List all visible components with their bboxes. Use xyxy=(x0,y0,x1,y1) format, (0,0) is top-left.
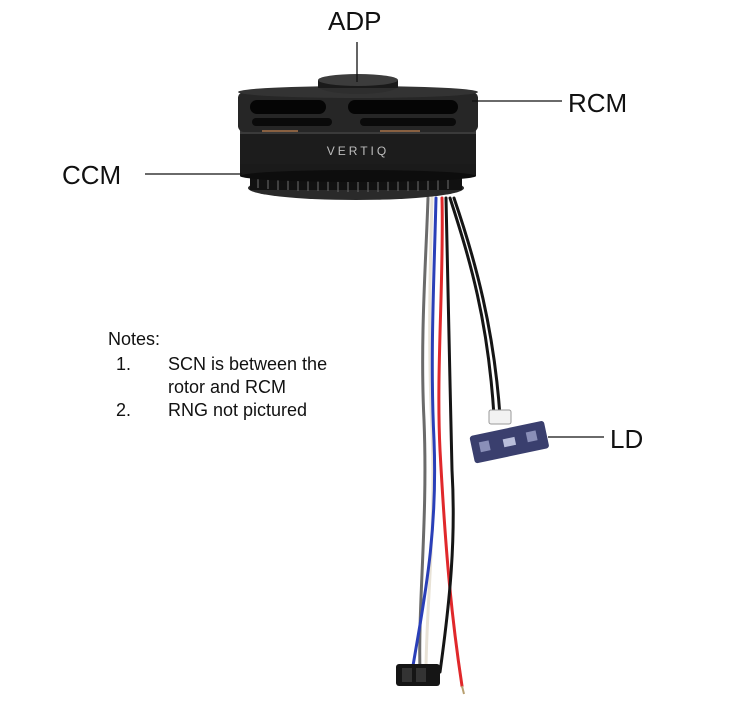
wire-white xyxy=(424,196,435,674)
label-rcm: RCM xyxy=(568,88,628,118)
wire-black-ld-2 xyxy=(452,196,502,418)
label-adp: ADP xyxy=(328,6,382,36)
notes-heading: Notes: xyxy=(108,329,161,349)
wire-connector xyxy=(396,664,440,686)
wire-black-ld-1 xyxy=(448,196,496,418)
notes-block: Notes: 1. SCN is between the rotor and R… xyxy=(108,328,368,422)
note-number: 1. xyxy=(116,354,132,374)
note-text: RNG not pictured xyxy=(168,400,308,420)
label-ccm: CCM xyxy=(62,160,122,190)
wire-red xyxy=(437,196,464,688)
motor xyxy=(238,74,478,200)
ld-board xyxy=(469,409,549,464)
note-number: 2. xyxy=(116,400,132,420)
label-ld: LD xyxy=(610,424,644,454)
note-item: 2. RNG not pictured xyxy=(108,399,368,422)
wire-gray xyxy=(418,196,430,674)
wire-blue xyxy=(410,196,438,674)
wire-black-long xyxy=(438,196,455,674)
note-text: SCN is between the rotor and RCM xyxy=(168,354,328,397)
note-item: 1. SCN is between the rotor and RCM xyxy=(108,353,368,399)
wire-bundle xyxy=(410,196,502,688)
brand-text: VERTIQ xyxy=(327,144,389,158)
